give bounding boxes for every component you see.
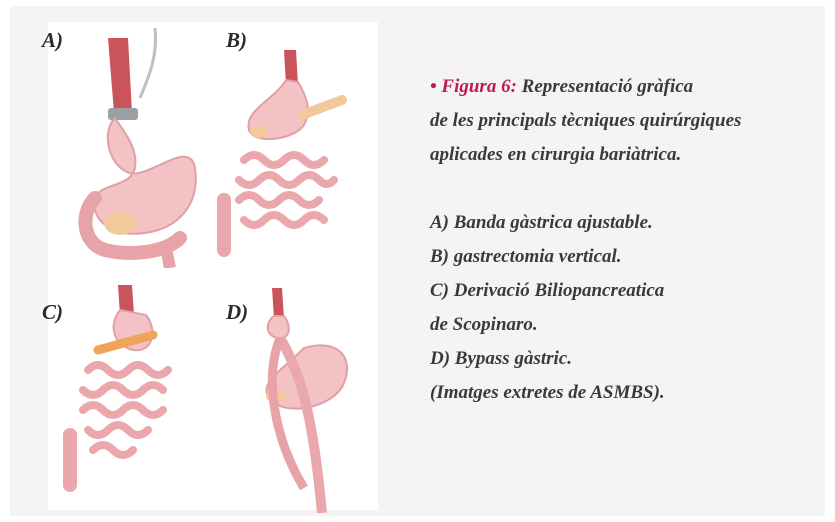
caption-title-line-1: • Figura 6: Representació gràfica	[430, 70, 820, 104]
label-a: A)	[42, 28, 63, 53]
caption-title-line-3: aplicades en cirurgia bariàtrica.	[430, 138, 820, 172]
caption-item-d: D) Bypass gàstric.	[430, 342, 820, 376]
caption-item-a: A) Banda gàstrica ajustable.	[430, 206, 820, 240]
biliopancreatic-diversion-illustration	[58, 285, 208, 505]
caption-title-line-2: de les principals tècniques quirúrgiques	[430, 104, 820, 138]
caption-source: (Imatges extretes de ASMBS).	[430, 376, 820, 410]
figure-caption: • Figura 6: Representació gràfica de les…	[430, 70, 820, 410]
gastric-band-illustration	[70, 18, 220, 268]
caption-item-c-cont: de Scopinaro.	[430, 308, 820, 342]
gastric-bypass-illustration	[244, 288, 364, 513]
caption-item-c: C) Derivació Biliopancreatica	[430, 274, 820, 308]
figure-number: • Figura 6:	[430, 76, 517, 97]
caption-item-b: B) gastrectomia vertical.	[430, 240, 820, 274]
sleeve-gastrectomy-illustration	[214, 50, 354, 265]
